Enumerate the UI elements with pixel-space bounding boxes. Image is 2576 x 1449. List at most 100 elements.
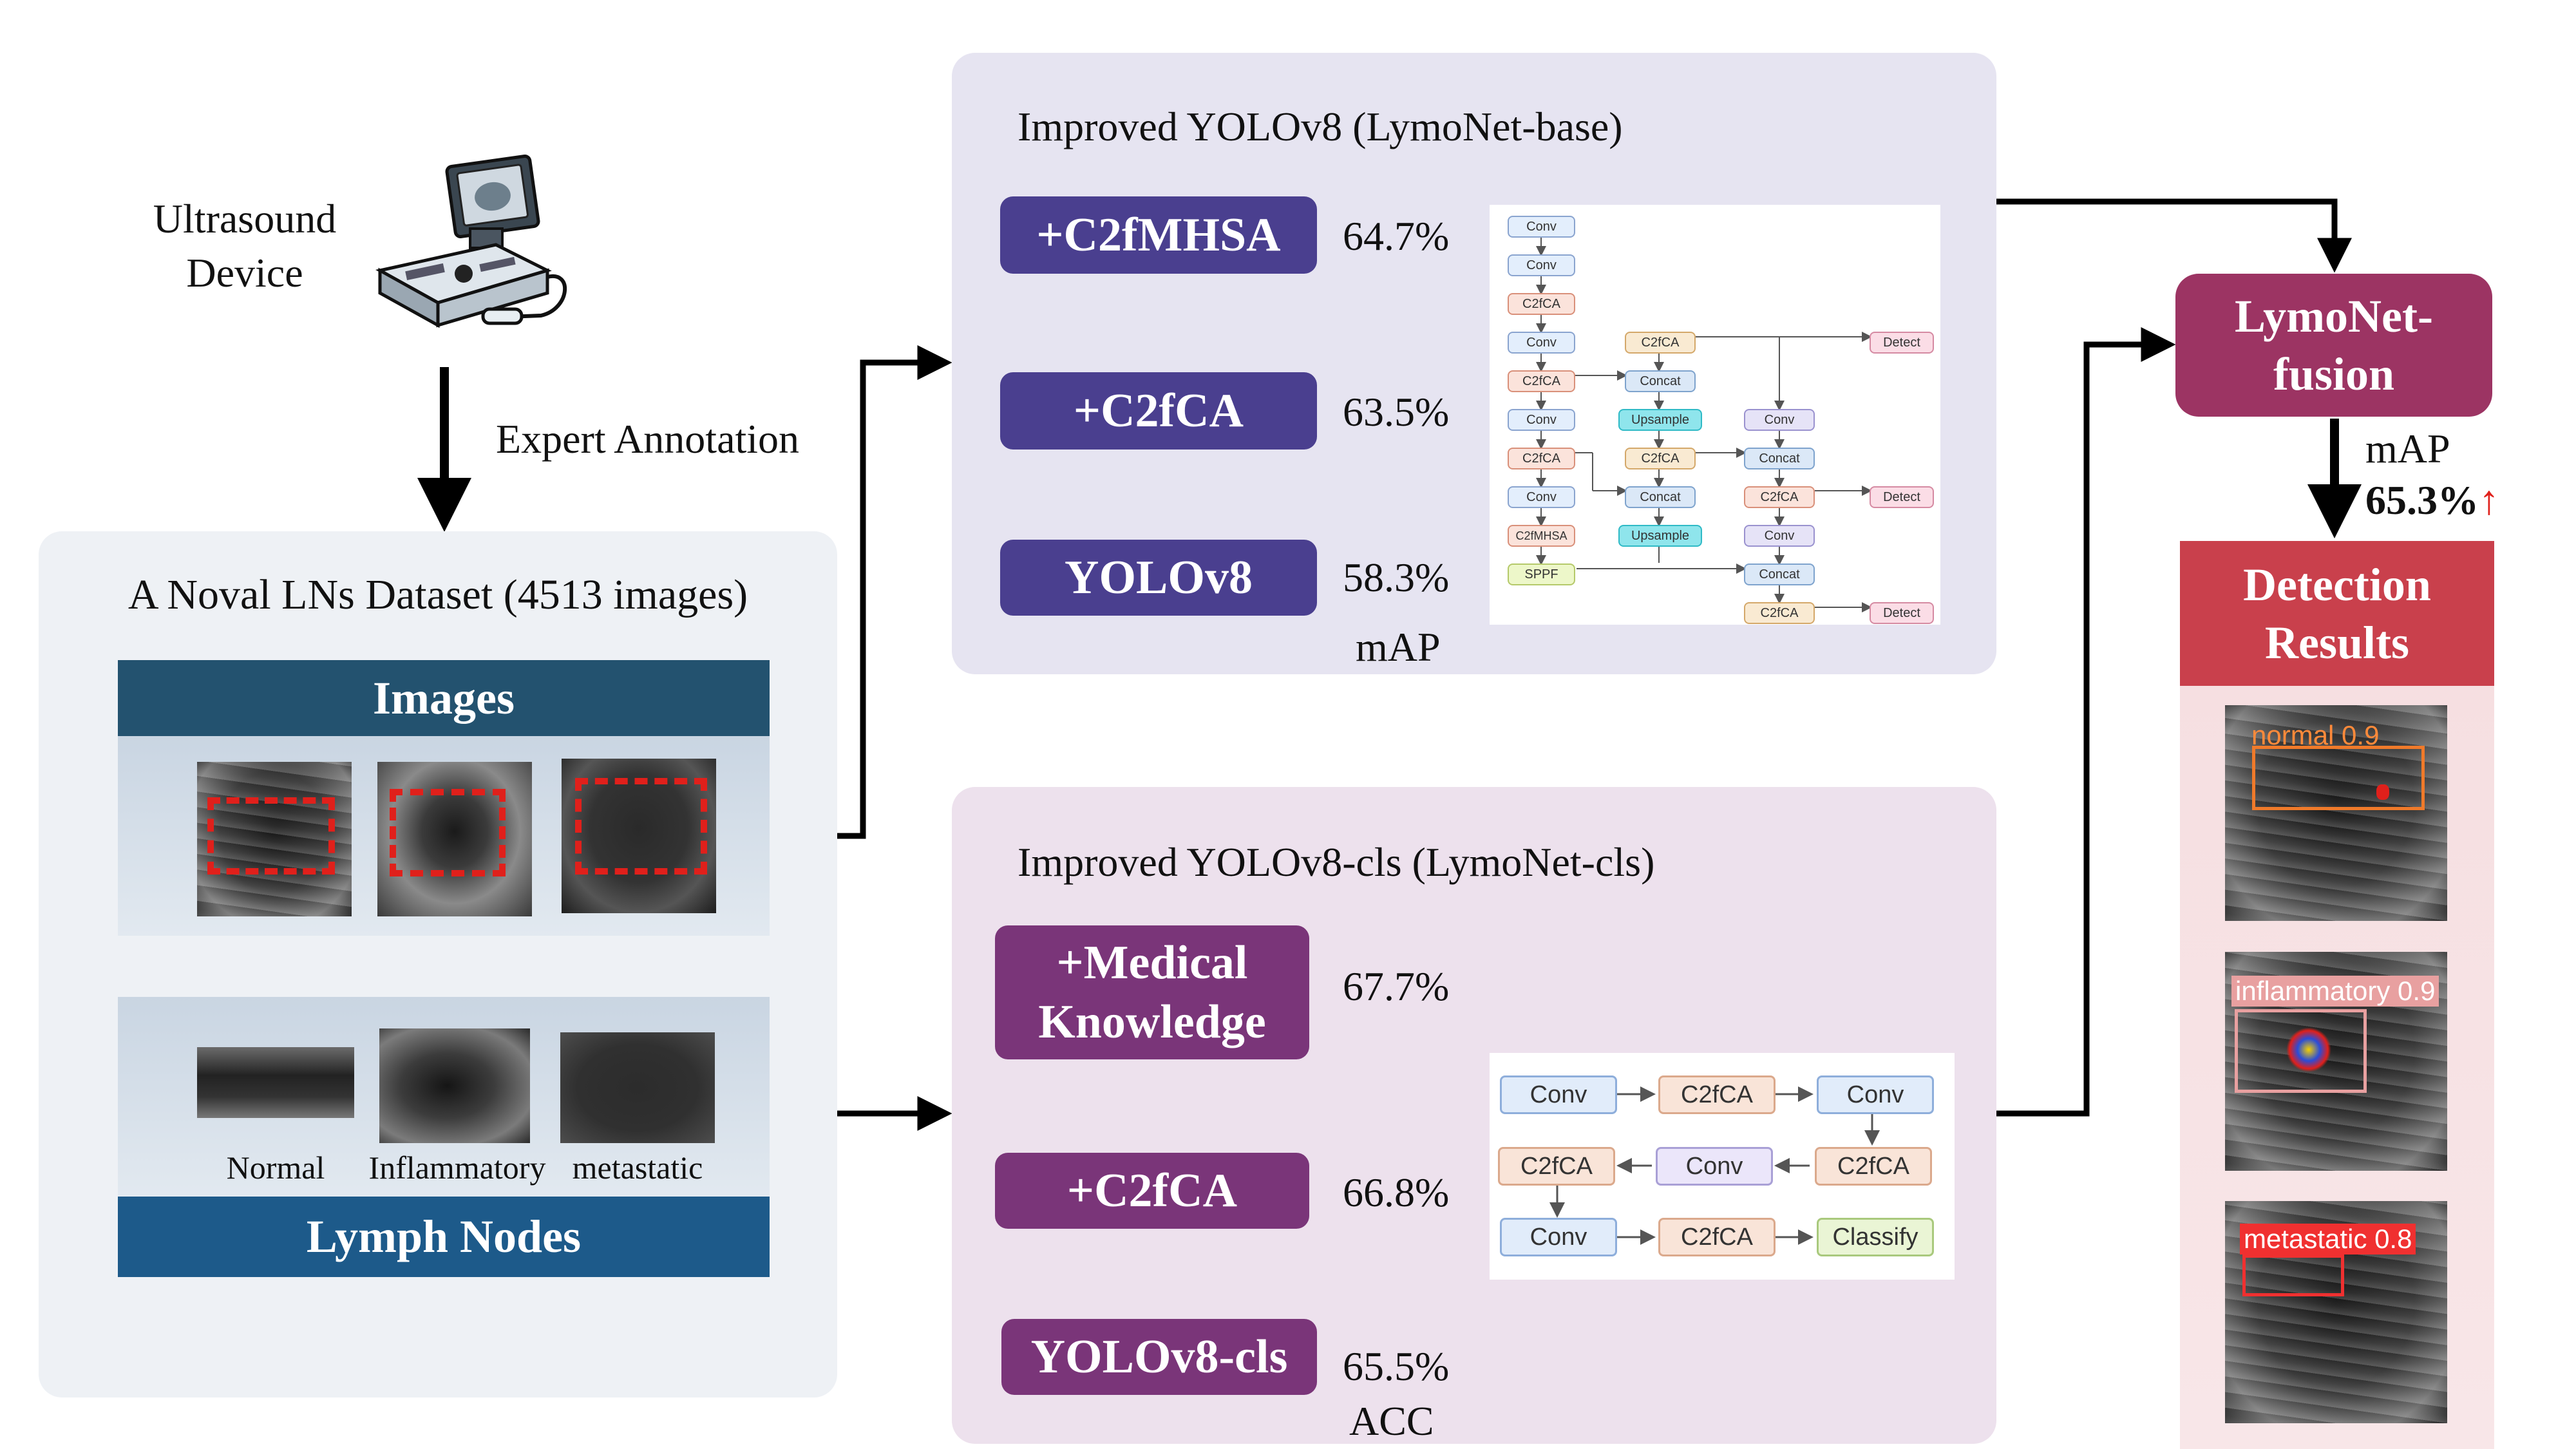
lymph-header: Lymph Nodes (118, 1197, 770, 1277)
base-arch-left-2: C2fCA (1508, 293, 1575, 315)
lymph-node-normal (197, 1047, 354, 1118)
cls-title: Improved YOLOv8-cls (LymoNet-cls) (1018, 839, 1655, 885)
base-step-yolov8-label: YOLOv8 (1065, 551, 1253, 604)
base-arch-mid-5: Upsample (1618, 525, 1702, 547)
base-arch-mid-4: Concat (1625, 486, 1696, 508)
device-label-line1: Ultrasound (153, 196, 337, 242)
roi-box-metastatic (575, 778, 707, 875)
base-arch-left-0: Conv (1508, 216, 1575, 238)
expert-annotation-label: Expert Annotation (496, 416, 800, 462)
base-arch-right-2: C2fCA (1744, 486, 1815, 508)
base-metric-label: mAP (1356, 624, 1441, 670)
det-label-metastatic: metastatic 0.8 (2240, 1224, 2416, 1255)
arrow-cls-to-fusion (1996, 327, 2176, 1117)
cls-value-medical: 67.7% (1343, 963, 1450, 1009)
base-value-c2fmhsa: 64.7% (1343, 213, 1450, 259)
base-step-c2fca: +C2fCA (1000, 372, 1317, 450)
images-header: Images (118, 660, 770, 736)
us-image-inflammatory (377, 762, 532, 916)
dataset-title: A Noval LNs Dataset (4513 images) (128, 571, 748, 618)
base-arch-left-5: Conv (1508, 409, 1575, 431)
base-arch-left-7: Conv (1508, 486, 1575, 508)
base-step-yolov8: YOLOv8 (1000, 540, 1317, 616)
base-arch-right-5: C2fCA (1744, 602, 1815, 624)
cls-step-medical-line1: +Medical (1056, 936, 1248, 989)
results-header-line1: Detection (2243, 558, 2431, 611)
base-arch-detect-1: Detect (1870, 486, 1934, 508)
cls-arch-r2-0: C2fCA (1498, 1147, 1615, 1186)
cls-step-medical: +Medical Knowledge (995, 925, 1309, 1059)
fusion-value-number: 65.3% (2365, 477, 2479, 523)
cls-metric-label: ACC (1349, 1398, 1434, 1444)
cls-arch-r1-0: Conv (1500, 1075, 1617, 1114)
base-arch-detect-2: Detect (1870, 602, 1934, 624)
roi-box-inflammatory (390, 789, 506, 876)
cls-arch-r2-2: C2fCA (1815, 1147, 1932, 1186)
base-arch-right-3: Conv (1744, 525, 1815, 547)
arrow-base-to-fusion (1996, 198, 2352, 273)
doppler-flow-normal (2376, 784, 2389, 800)
bbox-metastatic (2242, 1255, 2344, 1296)
cls-arch-r3-1: C2fCA (1658, 1218, 1776, 1256)
cls-arch-edges (1549, 1086, 1880, 1245)
fusion-value: 65.3%↑ (2365, 477, 2499, 524)
cls-arch-r2-1: Conv (1656, 1147, 1773, 1186)
bbox-inflammatory (2235, 1009, 2367, 1093)
base-value-c2fca: 63.5% (1343, 389, 1450, 435)
roi-box-normal (207, 797, 335, 875)
cls-arch-r3-2: Classify (1817, 1218, 1934, 1256)
lymph-header-label: Lymph Nodes (306, 1211, 582, 1262)
result-image-normal (2225, 705, 2447, 921)
cls-value-yolov8cls: 65.5% (1343, 1343, 1450, 1389)
bbox-normal (2252, 746, 2425, 810)
base-arch-mid-3: C2fCA (1625, 448, 1696, 469)
base-arch-left-1: Conv (1508, 254, 1575, 276)
cls-step-c2fca: +C2fCA (995, 1153, 1309, 1229)
us-image-normal (197, 762, 352, 916)
cls-step-medical-line2: Knowledge (1038, 996, 1266, 1048)
cls-arch-r3-0: Conv (1500, 1218, 1617, 1256)
images-header-label: Images (373, 672, 515, 724)
base-arch-right-1: Concat (1744, 448, 1815, 469)
fusion-up-arrow-icon: ↑ (2479, 477, 2499, 523)
base-arch-mid-0: C2fCA (1625, 332, 1696, 354)
cls-architecture-diagram: Conv C2fCA Conv C2fCA Conv C2fCA Conv C2… (1490, 1053, 1955, 1280)
base-arch-left-8: C2fMHSA (1508, 525, 1575, 547)
base-step-c2fca-label: +C2fCA (1073, 384, 1244, 437)
class-label-normal: Normal (226, 1150, 325, 1186)
det-label-inflammatory: inflammatory 0.9 (2231, 976, 2439, 1007)
base-arch-left-3: Conv (1508, 332, 1575, 354)
us-image-metastatic (562, 759, 716, 913)
base-arch-left-4: C2fCA (1508, 370, 1575, 392)
device-label-line2: Device (186, 250, 303, 296)
fusion-label-line1: LymoNet- (2235, 290, 2433, 342)
cls-arch-r1-2: Conv (1817, 1075, 1934, 1114)
lymph-node-inflammatory (379, 1028, 530, 1143)
fusion-label-line2: fusion (2273, 348, 2395, 400)
base-arch-mid-1: Concat (1625, 370, 1696, 392)
class-label-metastatic: metastatic (572, 1150, 703, 1186)
base-arch-detect-0: Detect (1870, 332, 1934, 354)
cls-step-yolov8cls-label: YOLOv8-cls (1030, 1330, 1288, 1383)
base-arch-mid-2: Upsample (1618, 409, 1702, 431)
base-arch-right-4: Concat (1744, 564, 1815, 585)
doppler-flow-inflammatory (2286, 1027, 2331, 1072)
lymph-node-metastatic (560, 1032, 715, 1143)
results-header-line2: Results (2264, 616, 2409, 668)
det-label-normal: normal 0.9 (2251, 720, 2380, 750)
base-title: Improved YOLOv8 (LymoNet-base) (1018, 104, 1623, 149)
base-architecture-diagram: Conv Conv C2fCA Conv C2fCA Conv C2fCA Co… (1490, 205, 1940, 625)
base-step-c2fmhsa-label: +C2fMHSA (1036, 208, 1281, 261)
base-arch-left-6: C2fCA (1508, 448, 1575, 469)
cls-arch-r1-1: C2fCA (1658, 1075, 1776, 1114)
base-value-yolov8: 58.3% (1343, 554, 1450, 600)
cls-step-yolov8cls: YOLOv8-cls (1001, 1319, 1317, 1395)
class-label-inflammatory: Inflammatory (368, 1150, 546, 1186)
results-header: Detection Results (2180, 541, 2494, 686)
ultrasound-device-icon (375, 155, 567, 328)
base-step-c2fmhsa: +C2fMHSA (1000, 196, 1317, 274)
base-arch-left-9: SPPF (1508, 564, 1575, 585)
cls-value-c2fca: 66.8% (1343, 1170, 1450, 1215)
base-arch-right-0: Conv (1744, 409, 1815, 431)
cls-step-c2fca-label: +C2fCA (1066, 1164, 1238, 1217)
